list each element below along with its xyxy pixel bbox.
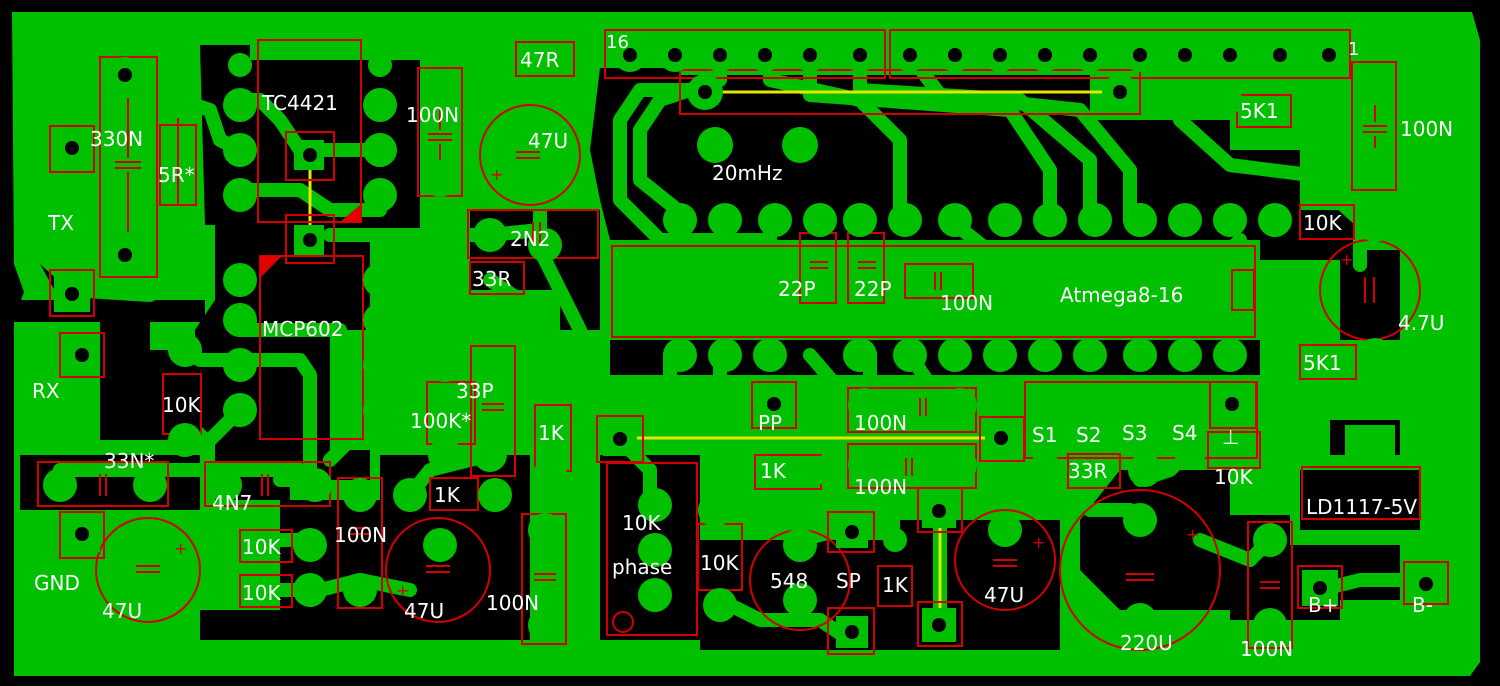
label-10k-b: 10K bbox=[242, 581, 281, 605]
label-tc4421: TC4421 bbox=[261, 91, 338, 115]
label-pot: 10K bbox=[622, 511, 661, 535]
label-pin1: 1 bbox=[1348, 39, 1359, 60]
label-100n-mcu: 100N bbox=[940, 291, 993, 315]
label-crystal: 20mHz bbox=[712, 161, 782, 185]
label-ld1117: LD1117-5V bbox=[1306, 495, 1417, 519]
svg-text:+: + bbox=[490, 165, 503, 184]
label-rx: RX bbox=[32, 379, 60, 403]
label-47u-bm: 47U bbox=[404, 599, 444, 623]
label-220u: 220U bbox=[1120, 631, 1173, 655]
svg-text:+: + bbox=[1340, 250, 1353, 269]
label-1k-d: 1K bbox=[882, 573, 909, 597]
label-4n7: 4N7 bbox=[212, 491, 252, 515]
label-gnd: GND bbox=[34, 571, 80, 595]
label-100n-mid1: 100N bbox=[854, 411, 907, 435]
label-2n2: 2N2 bbox=[510, 227, 550, 251]
label-100n-bm: 100N bbox=[486, 591, 539, 615]
svg-text:+: + bbox=[396, 581, 409, 600]
label-4-7u: 4.7U bbox=[1398, 311, 1444, 335]
label-100k: 100K* bbox=[410, 409, 471, 433]
label-10k-c: 10K bbox=[700, 551, 739, 575]
label-548: 548 bbox=[770, 569, 808, 593]
label-33p: 33P bbox=[456, 379, 494, 403]
label-100n-top: 100N bbox=[406, 103, 459, 127]
label-330n: 330N bbox=[90, 127, 143, 151]
labels: 330N 5R* TX TC4421 100N 47R 16 47U 20mHz… bbox=[32, 32, 1453, 661]
label-gnd-symbol: ⊥ bbox=[1222, 425, 1239, 449]
label-b-minus: B- bbox=[1412, 593, 1433, 617]
label-mcp602: MCP602 bbox=[262, 317, 343, 341]
label-s1: S1 bbox=[1032, 423, 1057, 447]
label-22p-a: 22P bbox=[778, 277, 816, 301]
label-pp: PP bbox=[758, 411, 782, 435]
label-10k-a: 10K bbox=[242, 535, 281, 559]
pads bbox=[43, 38, 1444, 648]
label-47r: 47R bbox=[520, 48, 559, 72]
label-47u-bl: 47U bbox=[102, 599, 142, 623]
label-mcu: Atmega8-16 bbox=[1060, 283, 1183, 307]
label-5k1-top: 5K1 bbox=[1240, 99, 1279, 123]
label-100n-low: 100N bbox=[334, 523, 387, 547]
label-5k1-bot: 5K1 bbox=[1303, 351, 1342, 375]
label-33r-mid: 33R bbox=[472, 267, 511, 291]
label-10k-bot: 10K bbox=[1214, 465, 1253, 489]
svg-text:+: + bbox=[1032, 533, 1045, 552]
label-33n: 33N* bbox=[104, 449, 154, 473]
label-1k-a: 1K bbox=[538, 421, 565, 445]
label-47u-br: 47U bbox=[984, 583, 1024, 607]
label-s3: S3 bbox=[1122, 421, 1147, 445]
svg-text:+: + bbox=[1186, 525, 1199, 544]
label-tx: TX bbox=[47, 211, 74, 235]
label-s4: S4 bbox=[1172, 421, 1197, 445]
label-100n-br: 100N bbox=[1240, 637, 1293, 661]
label-33r-bot: 33R bbox=[1068, 459, 1107, 483]
label-1k-b: 1K bbox=[434, 483, 461, 507]
label-100n-right: 100N bbox=[1400, 117, 1453, 141]
label-10k-left: 10K bbox=[162, 393, 201, 417]
label-47u-top: 47U bbox=[528, 129, 568, 153]
label-b-plus: B+ bbox=[1308, 593, 1338, 617]
label-phase: phase bbox=[612, 555, 672, 579]
label-1k-c: 1K bbox=[760, 459, 787, 483]
component-marks: + + + + + + bbox=[99, 98, 1387, 600]
label-s2: S2 bbox=[1076, 423, 1101, 447]
label-pin16: 16 bbox=[606, 32, 629, 53]
label-sp: SP bbox=[836, 569, 861, 593]
label-5r: 5R* bbox=[158, 163, 195, 187]
label-22p-b: 22P bbox=[854, 277, 892, 301]
svg-text:+: + bbox=[174, 539, 187, 558]
label-100n-mid2: 100N bbox=[854, 475, 907, 499]
label-10k-right: 10K bbox=[1303, 211, 1342, 235]
